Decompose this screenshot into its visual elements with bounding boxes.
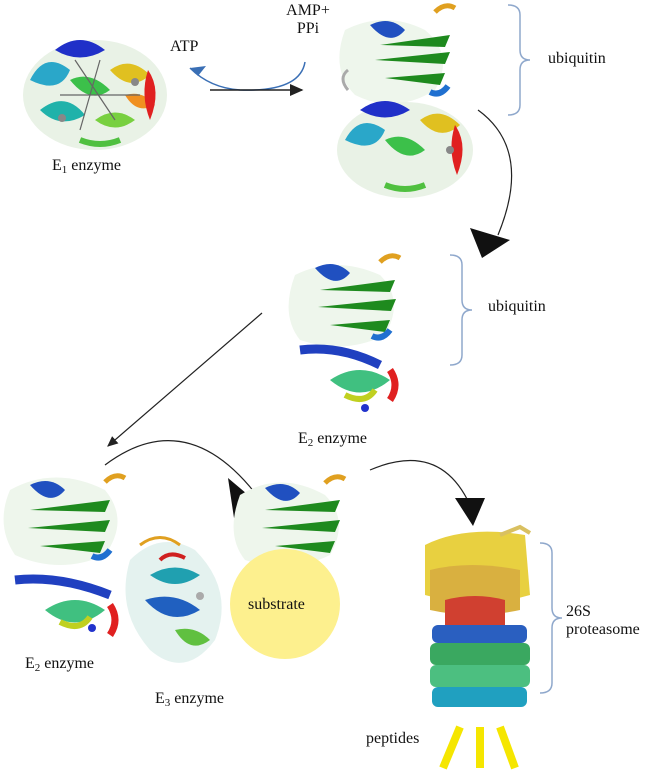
- atp-release-arrow: [189, 61, 306, 91]
- ubiquitin-bracket-mid: [449, 254, 473, 366]
- proteasome-bracket: [539, 542, 563, 694]
- proteasome-label-line2: proteasome: [566, 621, 640, 638]
- e2-ubiquitin-structure: [288, 253, 402, 412]
- transfer-to-e2-arrowhead: [470, 228, 510, 258]
- peptides-label: peptides: [366, 730, 420, 747]
- proteasome-label-line1: 26S: [566, 603, 591, 620]
- e2-enzyme-label-mid: E2 enzyme: [298, 430, 368, 449]
- e3-enzyme-structure: [125, 536, 222, 663]
- transfer-to-e2-arrow: [477, 109, 513, 236]
- peptide-fragments: [439, 725, 519, 770]
- degradation-arrowhead: [455, 498, 485, 526]
- e1-enzyme-label: E1 enzyme: [52, 157, 122, 176]
- degradation-arrow: [369, 459, 471, 506]
- atp-label: ATP: [170, 38, 199, 55]
- ubiquitin-structure-top: [339, 3, 457, 104]
- amp-label-line2: PPi: [296, 20, 320, 37]
- e2-to-e3-arrow: [107, 312, 263, 447]
- ubiquitin-label-top: ubiquitin: [548, 50, 606, 67]
- ubiquitin-label-mid: ubiquitin: [488, 298, 546, 315]
- atp-arrowhead: [190, 66, 206, 76]
- e2-enzyme-label-left: E2 enzyme: [25, 655, 95, 674]
- ubiquitination-arrow: [104, 440, 256, 494]
- proteasome-structure: [425, 524, 532, 707]
- substrate-ubiquitin-structure: [233, 474, 347, 567]
- substrate-circle: [230, 549, 340, 659]
- amp-label-line1: AMP+: [286, 2, 330, 19]
- ubiquitin-bracket-top: [507, 4, 531, 116]
- e1-enzyme-structure-bound: [337, 101, 473, 198]
- e1-enzyme-structure: [23, 40, 167, 150]
- substrate-label: substrate: [248, 596, 305, 613]
- e3-enzyme-label: E3 enzyme: [155, 690, 225, 709]
- e2-enzyme-structure-left: [3, 473, 127, 637]
